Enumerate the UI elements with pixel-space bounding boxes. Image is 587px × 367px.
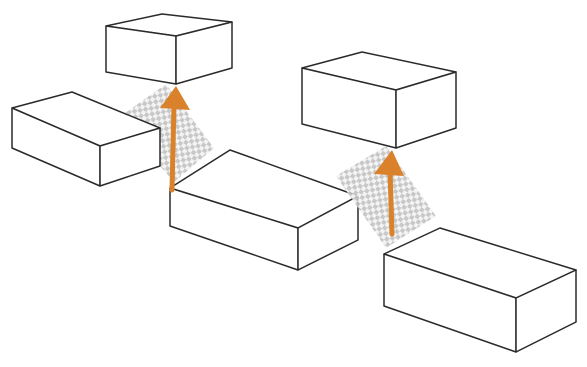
connector-strip-right [336, 146, 436, 248]
arrow-up-right [374, 150, 404, 237]
connector-strip-left [118, 84, 214, 182]
box-top-left [105, 13, 233, 85]
arrow-up-left [160, 86, 190, 193]
box-center-long [169, 149, 359, 271]
box-bottom-right [383, 227, 577, 353]
box-top-right [301, 51, 457, 149]
box-left-long [11, 91, 161, 187]
